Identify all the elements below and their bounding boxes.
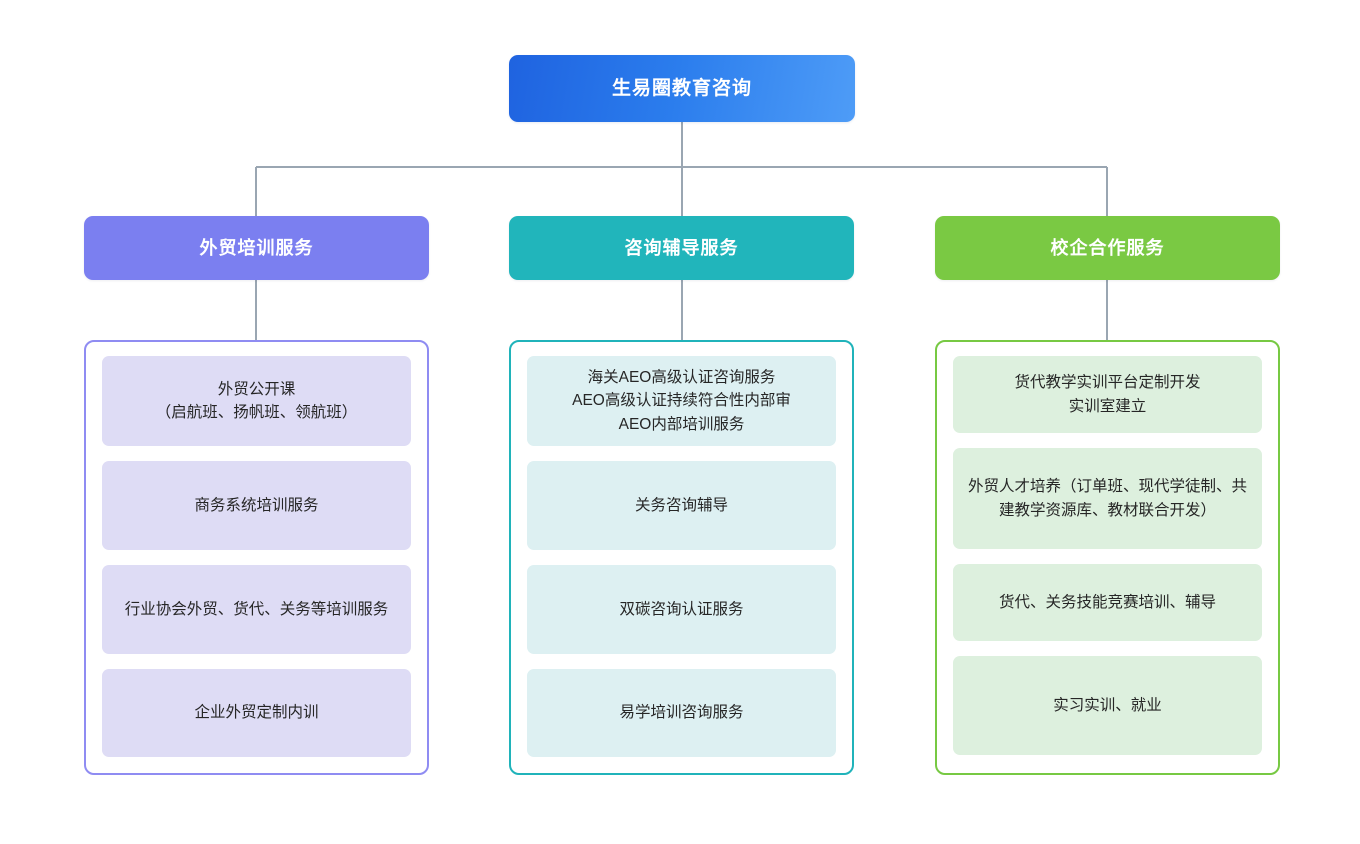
root-node[interactable]: 生易圈教育咨询	[509, 55, 855, 122]
leaf-card-label: 货代、关务技能竞赛培训、辅导	[998, 593, 1216, 611]
leaf-card[interactable]: 行业协会外贸、货代、关务等培训服务	[102, 565, 411, 654]
leaf-card[interactable]: 外贸人才培养（订单班、现代学徒制、共建教学资源库、教材联合开发）	[953, 448, 1262, 549]
leaf-card[interactable]: 货代教学实训平台定制开发 实训室建立	[953, 356, 1262, 433]
branch-header-zixun-fudao[interactable]: 咨询辅导服务	[509, 216, 854, 280]
leaf-card[interactable]: 易学培训咨询服务	[527, 669, 836, 757]
branch-header-label: 咨询辅导服务	[624, 238, 739, 258]
branch-column-xiaoqi-hezuo: 校企合作服务 货代教学实训平台定制开发 实训室建立 外贸人才培养（订单班、现代学…	[935, 216, 1280, 775]
leaf-card-label: 商务系统培训服务	[194, 496, 319, 514]
leaf-card-label: 行业协会外贸、货代、关务等培训服务	[124, 600, 389, 618]
leaf-card-label: 外贸人才培养（订单班、现代学徒制、共建教学资源库、教材联合开发）	[967, 478, 1247, 519]
branch-header-label: 校企合作服务	[1050, 238, 1165, 258]
branch-body-zixun-fudao: 海关AEO高级认证咨询服务 AEO高级认证持续符合性内部审 AEO内部培训服务 …	[509, 340, 854, 775]
branch-body-waimao-peixun: 外贸公开课 （启航班、扬帆班、领航班） 商务系统培训服务 行业协会外贸、货代、关…	[84, 340, 429, 775]
leaf-card[interactable]: 关务咨询辅导	[527, 461, 836, 550]
branch-header-xiaoqi-hezuo[interactable]: 校企合作服务	[935, 216, 1280, 280]
leaf-card[interactable]: 实习实训、就业	[953, 656, 1262, 755]
branch-header-waimao-peixun[interactable]: 外贸培训服务	[84, 216, 429, 280]
leaf-card-label: 企业外贸定制内训	[194, 704, 319, 722]
root-node-label: 生易圈教育咨询	[611, 78, 752, 99]
leaf-card[interactable]: 海关AEO高级认证咨询服务 AEO高级认证持续符合性内部审 AEO内部培训服务	[527, 356, 836, 446]
leaf-card-label: 外贸公开课 （启航班、扬帆班、领航班）	[155, 380, 358, 421]
leaf-card[interactable]: 双碳咨询认证服务	[527, 565, 836, 654]
leaf-card[interactable]: 外贸公开课 （启航班、扬帆班、领航班）	[102, 356, 411, 446]
leaf-card-label: 双碳咨询认证服务	[619, 600, 744, 618]
leaf-card[interactable]: 企业外贸定制内训	[102, 669, 411, 757]
branch-body-xiaoqi-hezuo: 货代教学实训平台定制开发 实训室建立 外贸人才培养（订单班、现代学徒制、共建教学…	[935, 340, 1280, 775]
branch-column-zixun-fudao: 咨询辅导服务 海关AEO高级认证咨询服务 AEO高级认证持续符合性内部审 AEO…	[509, 216, 854, 775]
leaf-card[interactable]: 货代、关务技能竞赛培训、辅导	[953, 564, 1262, 641]
branch-column-waimao-peixun: 外贸培训服务 外贸公开课 （启航班、扬帆班、领航班） 商务系统培训服务 行业协会…	[84, 216, 429, 775]
leaf-card-label: 易学培训咨询服务	[619, 704, 744, 722]
leaf-card-label: 海关AEO高级认证咨询服务 AEO高级认证持续符合性内部审 AEO内部培训服务	[572, 369, 791, 433]
leaf-card-label: 货代教学实训平台定制开发 实训室建立	[1014, 374, 1201, 415]
leaf-card-label: 实习实训、就业	[1053, 696, 1162, 714]
leaf-card-label: 关务咨询辅导	[634, 496, 728, 514]
leaf-card[interactable]: 商务系统培训服务	[102, 461, 411, 550]
branch-header-label: 外贸培训服务	[199, 238, 314, 258]
